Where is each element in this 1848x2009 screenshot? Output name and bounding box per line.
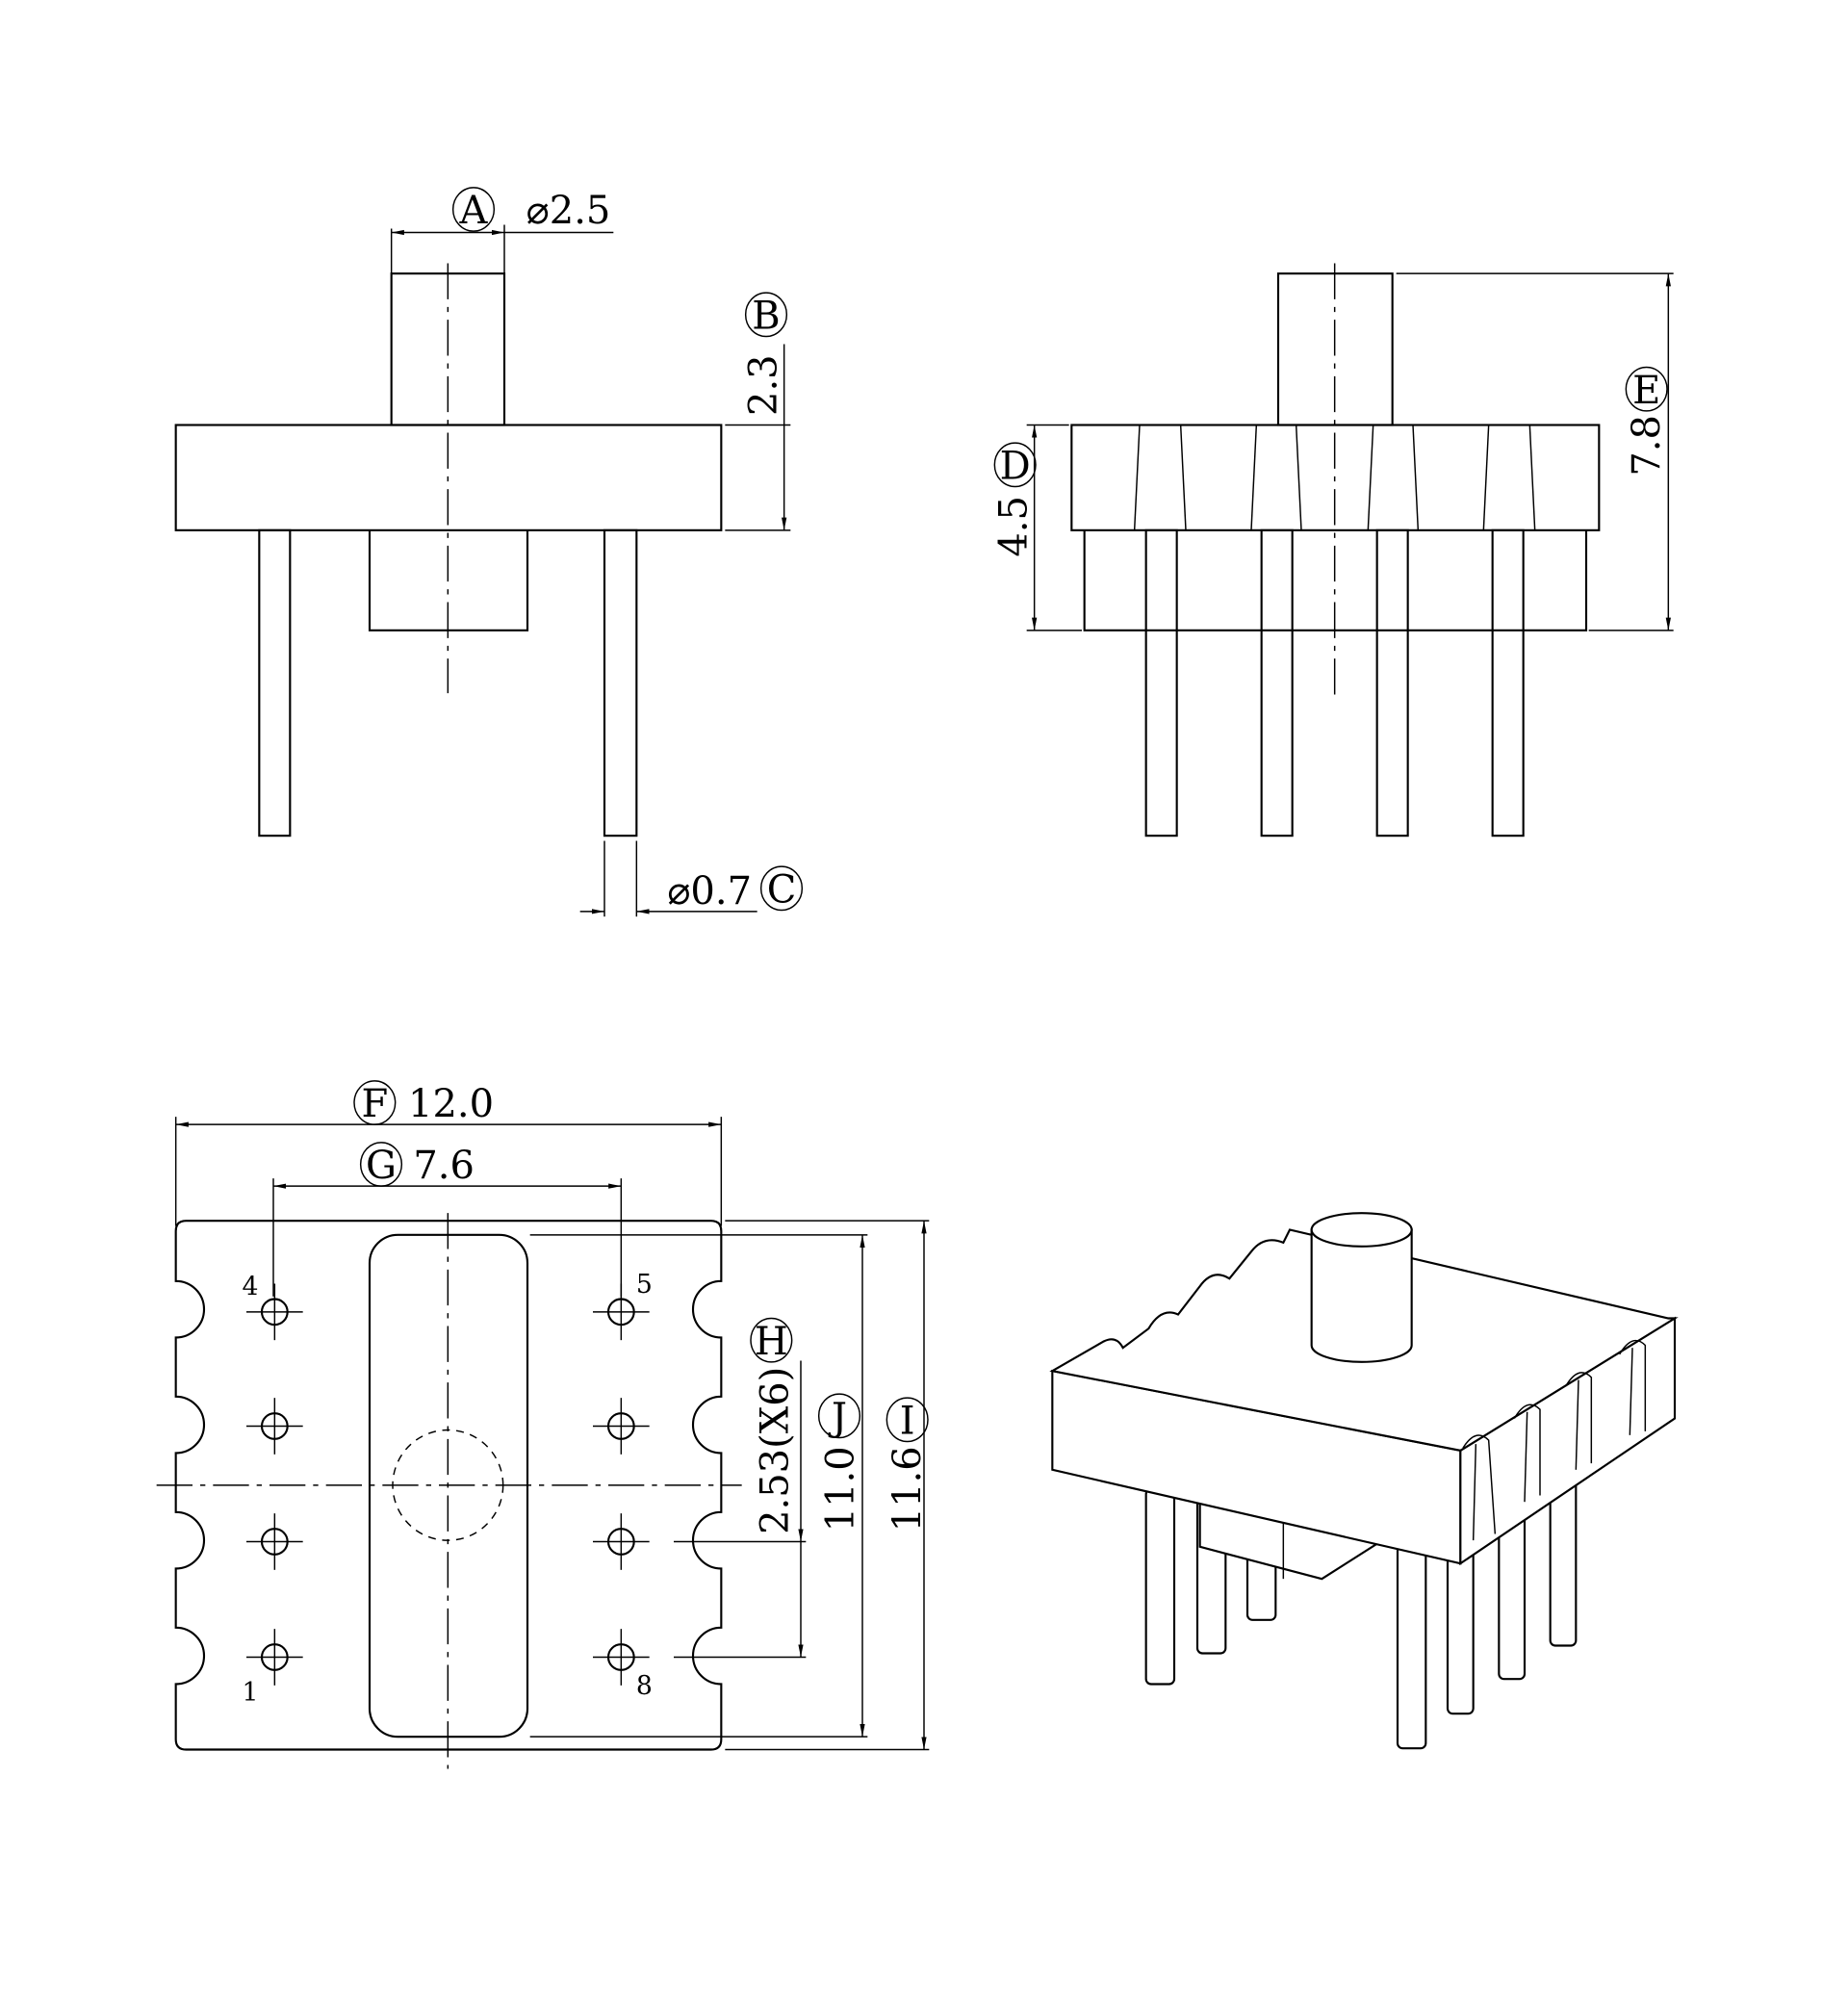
dim-c: ⌀0.7 <box>667 869 752 914</box>
front-view: A ⌀2.5 B 2.3 ⌀0.7 C <box>174 187 804 917</box>
pin-number-8: 8 <box>636 1671 653 1701</box>
svg-text:B: B <box>752 295 780 339</box>
dim-g: 7.6 <box>413 1144 475 1188</box>
dim-e: 7.8 <box>1625 415 1669 476</box>
dim-f: 12.0 <box>408 1082 494 1126</box>
side-view: D 4.5 E 7.8 <box>992 263 1674 837</box>
label-d: D <box>993 442 1037 489</box>
label-f: F <box>353 1080 397 1126</box>
svg-text:H: H <box>755 1320 788 1364</box>
svg-text:F: F <box>361 1082 388 1126</box>
dim-i: 11.6 <box>886 1446 930 1532</box>
svg-text:D: D <box>1000 445 1031 489</box>
label-c: C <box>759 865 804 913</box>
label-e: E <box>1625 366 1668 413</box>
label-b: B <box>744 292 788 339</box>
label-g: G <box>359 1142 403 1188</box>
pin-number-1: 1 <box>243 1678 259 1708</box>
label-a: A <box>451 187 496 233</box>
label-j: J <box>817 1393 861 1440</box>
svg-text:E: E <box>1632 369 1660 413</box>
label-i: I <box>886 1397 929 1444</box>
isometric-view <box>1049 1212 1679 1750</box>
svg-text:G: G <box>366 1144 397 1188</box>
dim-a: ⌀2.5 <box>526 189 611 233</box>
dim-d: 4.5 <box>992 496 1037 557</box>
pin-number-5: 5 <box>636 1270 653 1300</box>
svg-text:A: A <box>459 189 489 233</box>
dim-h: 2.53(X6) <box>754 1367 798 1534</box>
dim-j: 11.0 <box>819 1446 863 1532</box>
label-h: H <box>750 1317 793 1364</box>
svg-text:C: C <box>767 868 797 913</box>
dim-b: 2.3 <box>742 354 786 416</box>
svg-text:J: J <box>828 1396 847 1440</box>
svg-text:I: I <box>900 1400 915 1444</box>
pin-number-4: 4 <box>243 1273 259 1302</box>
bottom-view: 4 5 1 8 F 12.0 G 7.6 H 2.53(X6) J 11.0 I… <box>156 1080 930 1769</box>
